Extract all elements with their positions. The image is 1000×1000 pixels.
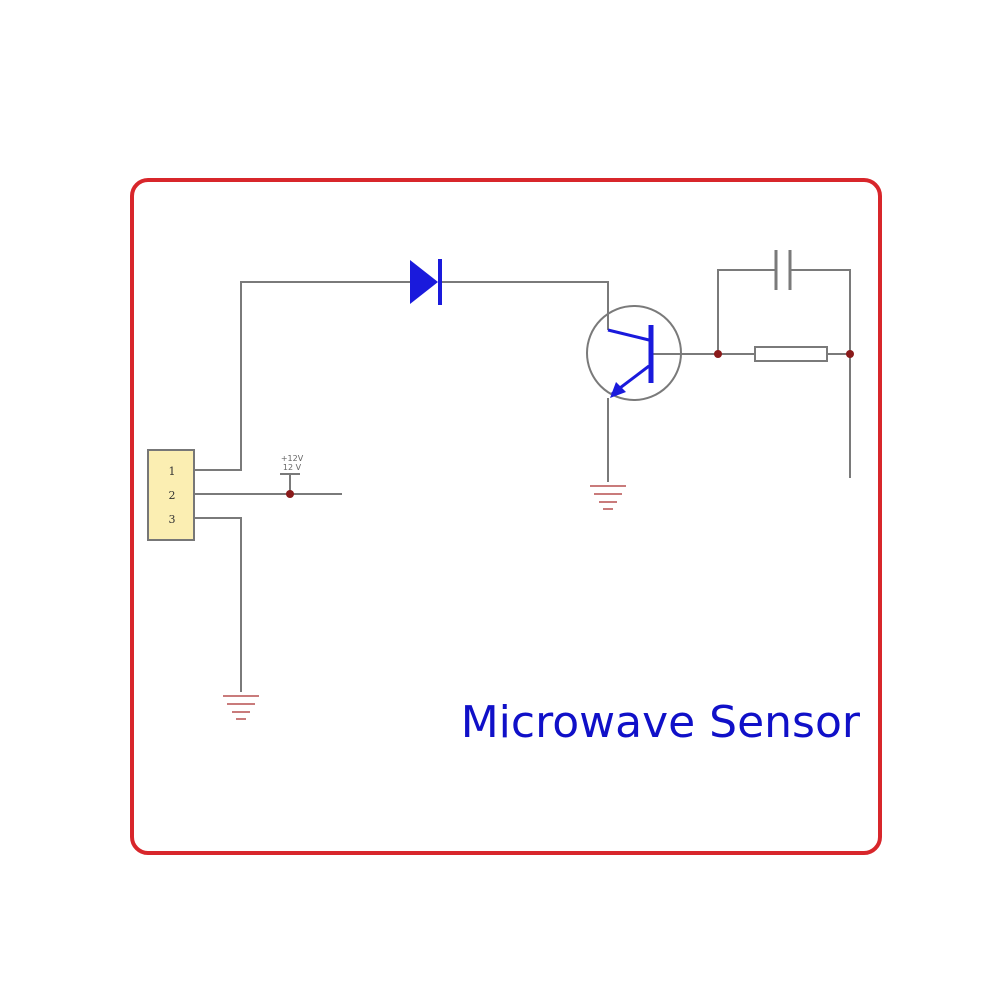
connector: 1 2 3 bbox=[147, 449, 195, 541]
supply-label-top: +12V bbox=[281, 454, 304, 463]
wire-cap-left bbox=[717, 269, 776, 354]
capacitor bbox=[774, 250, 792, 290]
wire-diode-to-transistor bbox=[440, 281, 609, 330]
ground-transistor bbox=[590, 485, 626, 510]
diagram-caption: Microwave Sensor bbox=[460, 697, 860, 748]
wire-pin1-to-diode bbox=[194, 281, 410, 471]
transistor bbox=[586, 305, 682, 401]
wire-pin3-to-ground bbox=[194, 517, 242, 692]
ground-connector bbox=[223, 695, 259, 720]
transistor-body bbox=[586, 305, 682, 401]
connector-pin-1: 1 bbox=[169, 465, 176, 478]
connector-body bbox=[147, 449, 195, 541]
transistor-emitter-arrow bbox=[610, 382, 626, 398]
node-right-junction bbox=[846, 350, 854, 358]
connector-pin-2: 2 bbox=[169, 489, 176, 502]
diode bbox=[410, 259, 442, 305]
wire-cap-right bbox=[790, 269, 851, 478]
diode-triangle bbox=[410, 260, 438, 304]
transistor-collector bbox=[607, 328, 650, 342]
supply-marker: +12V 12 V bbox=[280, 454, 304, 498]
supply-label-bottom: 12 V bbox=[283, 463, 302, 472]
node-base-junction bbox=[714, 350, 722, 358]
frame-border bbox=[130, 178, 882, 855]
supply-node bbox=[286, 490, 294, 498]
wires bbox=[194, 269, 851, 692]
resistor bbox=[754, 346, 828, 362]
connector-pin-3: 3 bbox=[169, 513, 176, 526]
